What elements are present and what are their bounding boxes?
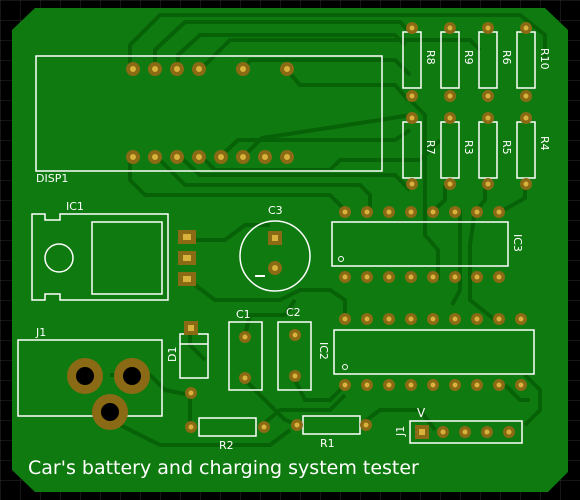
ic2-pads: [339, 313, 527, 391]
resistor-r10: R10: [516, 22, 551, 102]
ic3-pads: [339, 206, 505, 283]
d1-label: D1: [166, 347, 179, 362]
c3-label: C3: [268, 204, 283, 217]
resistor-r7: R7: [402, 112, 437, 190]
header-j1: J1 V: [394, 406, 523, 444]
ic1-pads: [178, 230, 196, 286]
r3-label: R3: [462, 140, 475, 155]
ic3-label: IC3: [511, 234, 524, 252]
board-title: Car's battery and charging system tester: [28, 457, 419, 479]
pcb-board: [12, 8, 568, 492]
chip-ic3: IC3: [331, 221, 524, 267]
r2-label: R2: [219, 439, 234, 452]
capacitor-c3: C3: [239, 204, 311, 292]
j1-header-label: J1: [394, 426, 407, 437]
r10-label: R10: [538, 48, 551, 70]
disp1-pads: [126, 62, 294, 164]
r7-label: R7: [424, 140, 437, 155]
resistor-r5: R5: [478, 112, 513, 190]
c2-label: C2: [286, 306, 301, 319]
disp1-label: DISP1: [36, 172, 68, 185]
diode-d1: D1: [166, 321, 209, 399]
resistor-r9: R9: [440, 22, 475, 102]
power-jack-j1: J1: [17, 326, 163, 430]
resistor-r3: R3: [440, 112, 475, 190]
display-disp1: DISP1: [35, 55, 383, 185]
r6-label: R6: [500, 50, 513, 65]
capacitor-c1: C1: [228, 308, 263, 391]
c1-label: C1: [236, 308, 251, 321]
capacitor-c2: C2: [277, 306, 312, 391]
chip-ic2: IC2: [317, 329, 535, 375]
r1-label: R1: [320, 437, 335, 450]
r8-label: R8: [424, 50, 437, 65]
resistor-r1: R1: [291, 415, 372, 450]
ic1-label: IC1: [66, 200, 84, 213]
r9-label: R9: [462, 50, 475, 65]
regulator-ic1: IC1: [31, 200, 169, 301]
ic2-label: IC2: [317, 342, 330, 360]
copper-traces: [103, 13, 547, 447]
resistor-r6: R6: [478, 22, 513, 102]
resistor-r4: R4: [516, 112, 551, 190]
resistor-r8: R8: [402, 22, 437, 102]
j1-power-label: J1: [35, 326, 46, 339]
r5-label: R5: [500, 140, 513, 155]
resistor-r2: R2: [185, 417, 270, 452]
r4-label: R4: [538, 136, 551, 151]
j1-pin1-marker: V: [417, 406, 426, 420]
